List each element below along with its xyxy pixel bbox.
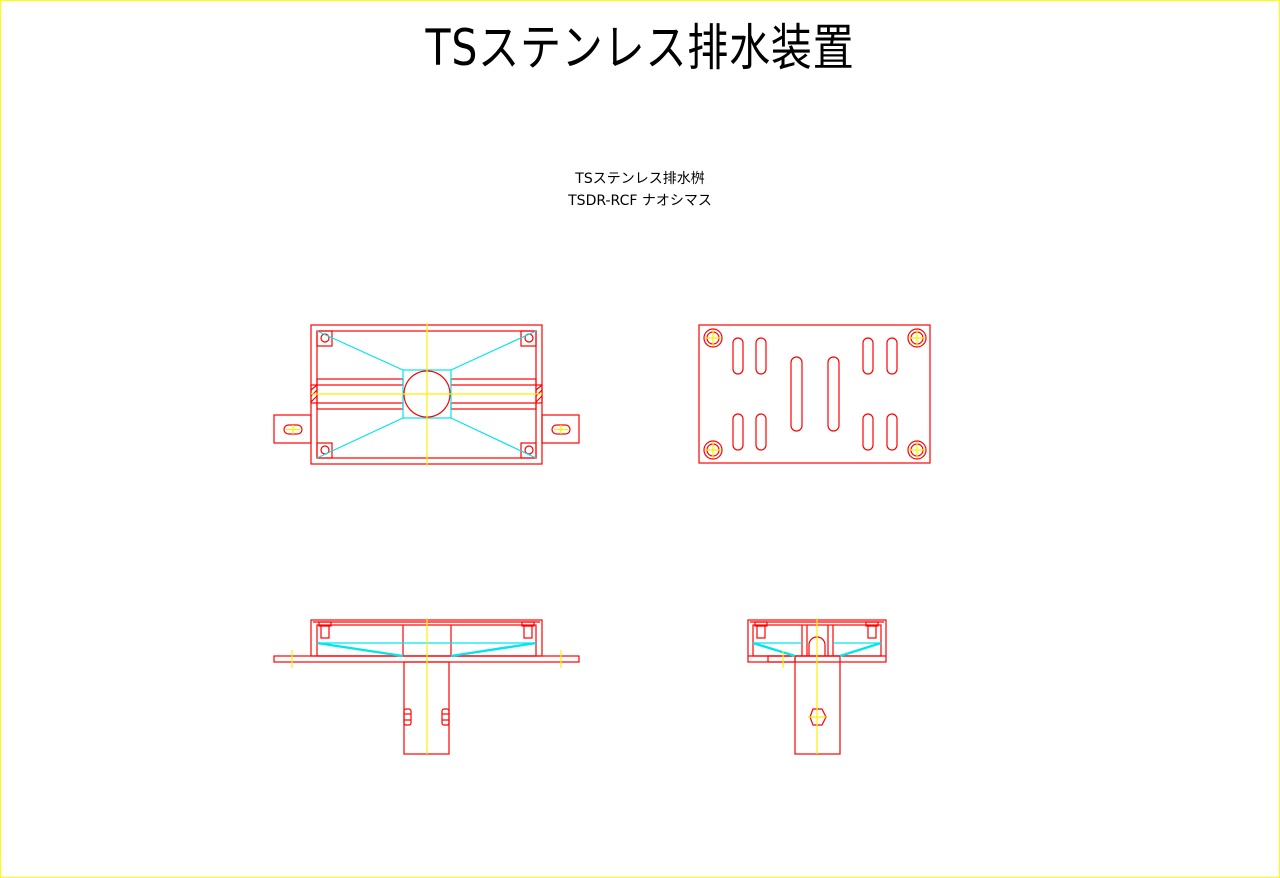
- side-elevation: [747, 618, 887, 755]
- front-elevation: [273, 618, 580, 755]
- drawing-title: TSステンレス排水装置: [425, 19, 855, 77]
- product-model: TSDR-RCF ナオシマス: [568, 193, 712, 209]
- product-name: TSステンレス排水桝: [575, 171, 705, 187]
- plan-view-cover: [698, 324, 931, 464]
- plan-view-body: [273, 323, 580, 466]
